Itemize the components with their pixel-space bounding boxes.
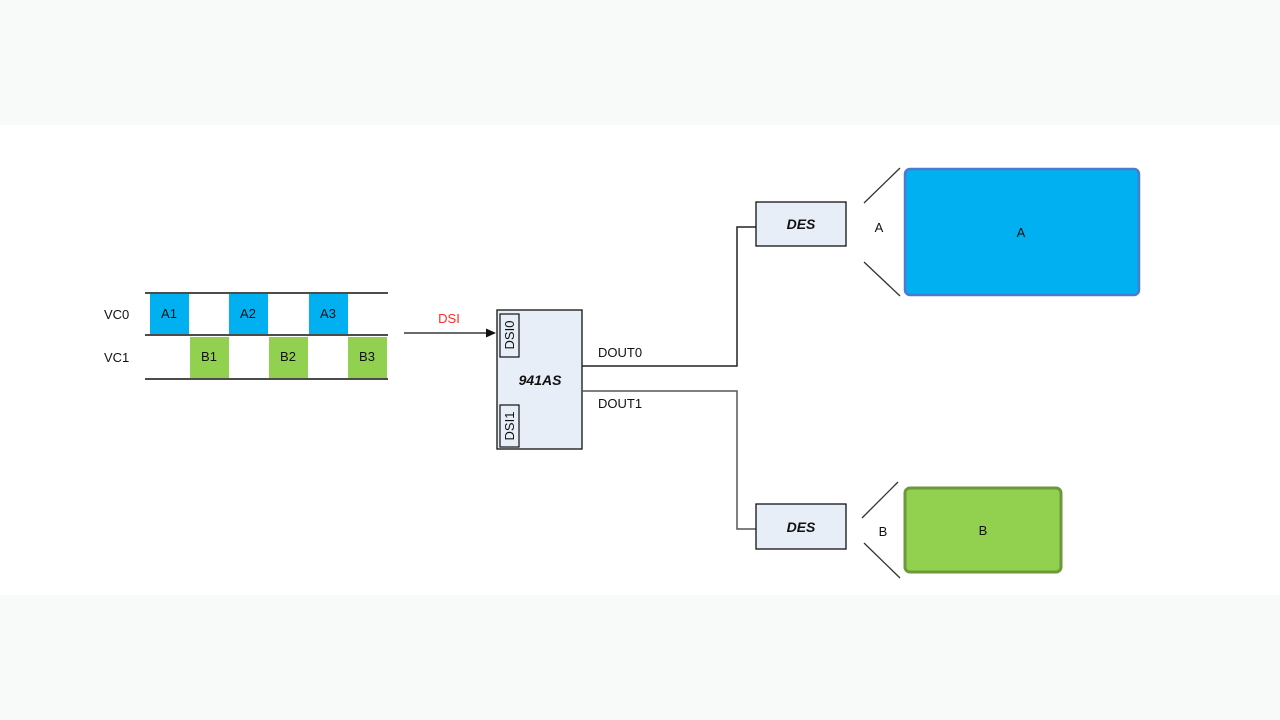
frame-b2: [269, 337, 308, 378]
dout1-label: DOUT1: [598, 396, 642, 411]
des-a-box: [755, 201, 847, 247]
display-a-label: A: [1017, 225, 1026, 240]
arrow-head-icon: [486, 328, 496, 338]
display-a-screen: [903, 167, 1141, 297]
port-dsi1-label: DSI1: [502, 412, 517, 441]
frame-b3: [348, 337, 387, 378]
channel-a-label: A: [875, 220, 884, 235]
frame-a1-label: A1: [161, 306, 177, 321]
frame-a2: [229, 294, 268, 334]
output-wires: DOUT0 DOUT1: [582, 226, 756, 530]
frame-b1: [190, 337, 229, 378]
deserializer-a: DES A: [755, 167, 901, 297]
des-a-label: DES: [787, 216, 816, 232]
display-b-label: B: [979, 523, 988, 538]
channel-b-label: B: [879, 524, 888, 539]
view-line-b-top: [861, 481, 899, 519]
frame-a2-label: A2: [240, 306, 256, 321]
view-line-a-top: [863, 167, 901, 204]
frame-a1: [150, 294, 189, 334]
port-dsi1: [499, 404, 520, 448]
frame-b2-label: B2: [280, 349, 296, 364]
port-dsi0-label: DSI0: [502, 321, 517, 350]
wire-dout1: [582, 390, 756, 530]
display-b-screen: [903, 486, 1063, 574]
frame-b1-label: B1: [201, 349, 217, 364]
frame-a3: [309, 294, 348, 334]
dsi-link: DSI: [404, 311, 496, 338]
serializer-941as: DSI0 DSI1 941AS: [496, 309, 583, 450]
serializer-name: 941AS: [519, 372, 562, 388]
view-line-b-bottom: [863, 542, 901, 579]
dsi-label: DSI: [438, 311, 460, 326]
view-line-a-bottom: [863, 261, 901, 297]
des-b-box: [755, 503, 847, 550]
dout0-label: DOUT0: [598, 345, 642, 360]
des-b-label: DES: [787, 519, 816, 535]
display-a: A: [903, 167, 1141, 297]
diagram-canvas: VC0 VC1 A1 A2 A3 B1 B2 B3 DSI DSI0 DSI1 …: [0, 125, 1280, 595]
frame-b3-label: B3: [359, 349, 375, 364]
virtual-channel-timeline: VC0 VC1 A1 A2 A3 B1 B2 B3: [104, 292, 388, 380]
wire-dout0: [582, 226, 756, 367]
frame-a3-label: A3: [320, 306, 336, 321]
display-b: B: [903, 486, 1063, 574]
port-dsi0: [499, 313, 520, 358]
deserializer-b: DES B: [755, 481, 901, 579]
row-label-vc1: VC1: [104, 350, 129, 365]
row-label-vc0: VC0: [104, 307, 129, 322]
